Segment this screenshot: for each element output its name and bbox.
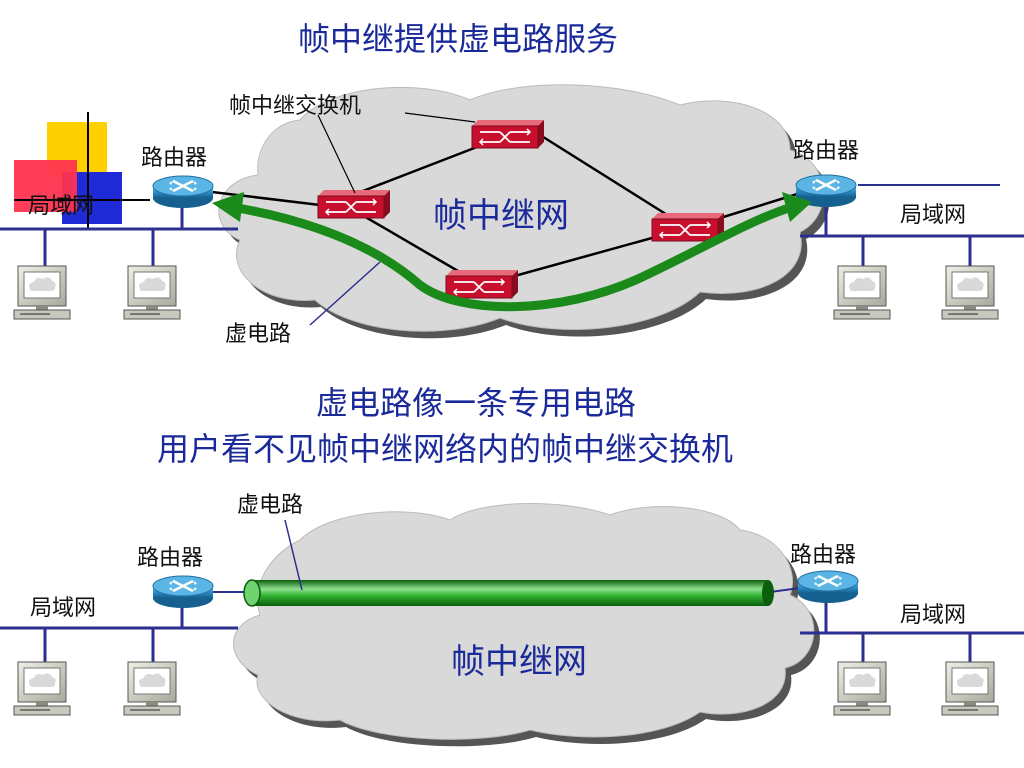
- computer-bottom-4: [941, 661, 999, 716]
- switch-callout-line-a: [317, 114, 356, 194]
- top-cloud: [218, 84, 830, 339]
- computer-bottom-2: [123, 661, 181, 716]
- router-left-label-top: 路由器: [141, 146, 208, 171]
- network-label-top: 帧中继网: [433, 196, 569, 236]
- router-left-bottom: [151, 574, 215, 610]
- router-link-right: [769, 587, 801, 593]
- computer-bottom-3: [833, 661, 891, 716]
- page-title: 帧中继提供虚电路服务: [298, 20, 619, 58]
- computer-bottom-1: [13, 661, 71, 716]
- router-right-label-bottom: 路由器: [790, 543, 857, 568]
- vc-callout-line-bottom: [284, 519, 303, 591]
- subtitle-line-2: 用户看不见帧中继网络内的帧中继交换机: [157, 430, 734, 468]
- lan-right-label-bottom: 局域网: [900, 603, 967, 628]
- router-right-label-top: 路由器: [793, 139, 860, 164]
- router-left-top: [151, 174, 215, 210]
- switch-bottom: [445, 269, 519, 299]
- switch-callout-line-b: [404, 112, 476, 123]
- computer-top-3: [833, 265, 891, 320]
- subtitle-line-1: 虚电路像一条专用电路: [316, 384, 637, 422]
- virtual-circuit-arrow: [212, 192, 812, 312]
- lan-left-label-bottom: 局域网: [30, 596, 97, 621]
- switch-label: 帧中继交换机: [229, 94, 362, 119]
- computer-top-4: [941, 265, 999, 320]
- router-right-bottom: [796, 569, 860, 605]
- vc-callout-line-top: [309, 261, 381, 326]
- network-label-bottom: 帧中继网: [451, 642, 587, 682]
- lan-left-label-top: 局域网: [28, 194, 95, 219]
- router-left-label-bottom: 路由器: [137, 546, 204, 571]
- lan-right-label-top: 局域网: [900, 203, 967, 228]
- computer-top-1: [13, 265, 71, 320]
- lan-right-top: [800, 184, 1024, 268]
- virtual-circuit-label-top: 虚电路: [225, 322, 292, 347]
- lan-left-top: [0, 200, 238, 268]
- lan-left-bottom: [0, 598, 238, 664]
- lan-right-bottom: [800, 598, 1024, 664]
- decoration-squares: [14, 112, 150, 228]
- bottom-cloud: [233, 503, 820, 747]
- computer-top-2: [123, 265, 181, 320]
- virtual-circuit-tube: [243, 579, 774, 607]
- switch-top: [471, 119, 545, 149]
- virtual-circuit-label-bottom: 虚电路: [237, 493, 304, 518]
- switch-left: [317, 189, 391, 219]
